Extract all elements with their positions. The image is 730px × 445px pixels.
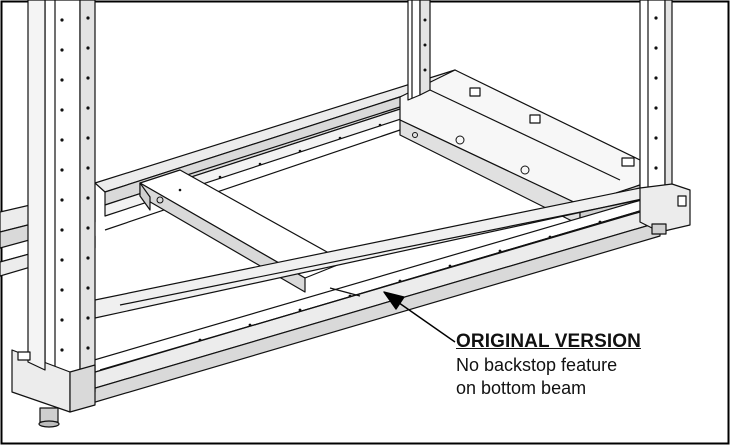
- fastener-dots: [60, 16, 658, 352]
- left-rear-post: [27, 0, 46, 371]
- front-bottom-beam: [59, 195, 661, 409]
- mounting-tabs: [17, 87, 687, 361]
- callout-arrow-icon: [383, 291, 456, 343]
- callout-line-2: on bottom beam: [456, 378, 587, 398]
- callout-title: ORIGINAL VERSION: [456, 331, 641, 352]
- left-front-post: [11, 0, 96, 428]
- right-front-post: [639, 0, 691, 235]
- right-rear-post: [407, 0, 431, 101]
- callout-line-1: No backstop feature: [456, 355, 618, 375]
- callout-text-block: ORIGINAL VERSION No backstop feature on …: [456, 330, 718, 400]
